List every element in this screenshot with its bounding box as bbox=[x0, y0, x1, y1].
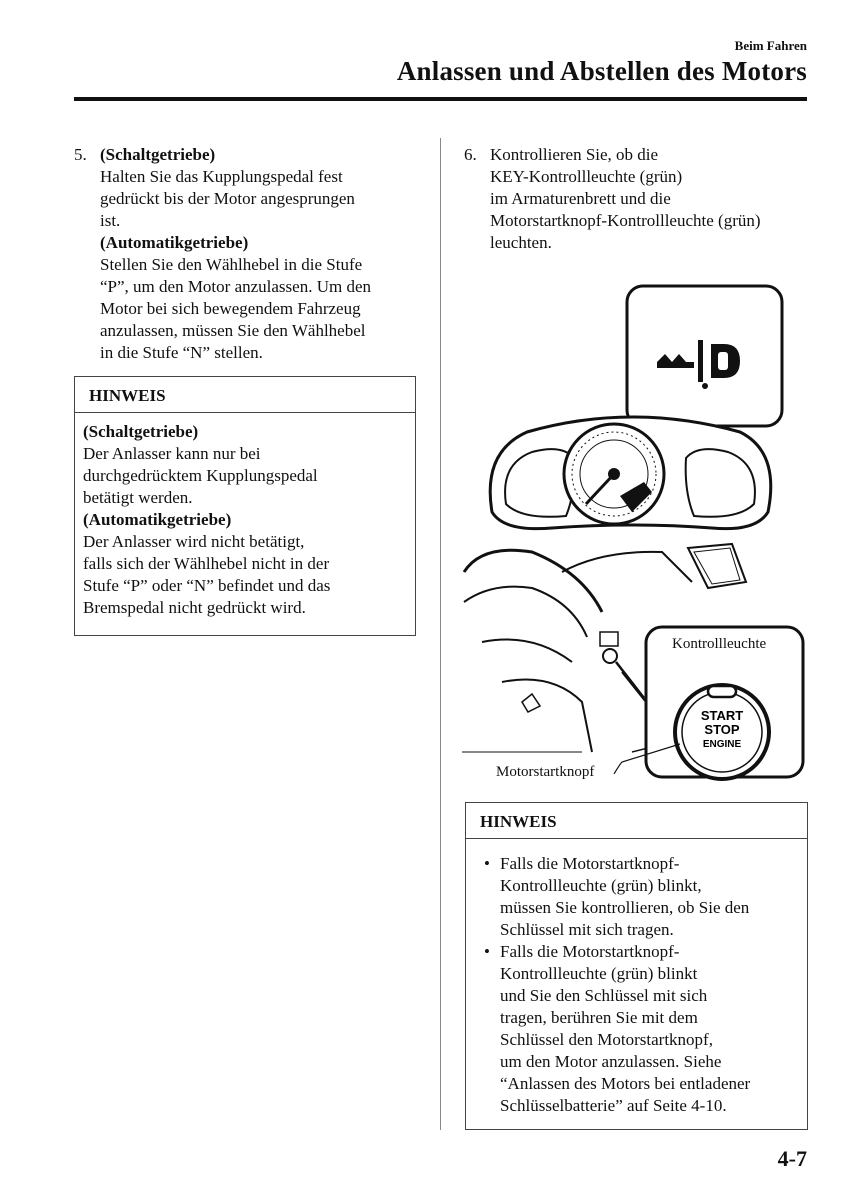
indicator-label: Kontrollleuchte bbox=[672, 636, 767, 652]
text-line: im Armaturenbrett und die bbox=[490, 189, 671, 208]
text-line: betätigt werden. bbox=[83, 488, 193, 507]
text-line: Schlüsselbatterie” auf Seite 4-10. bbox=[500, 1096, 727, 1115]
bullet-dot: • bbox=[484, 854, 490, 873]
bullet-item: • Falls die Motorstartknopf- Kontrollleuch… bbox=[466, 941, 807, 1117]
text-line: (Schaltgetriebe) bbox=[83, 422, 199, 441]
button-text-line-1: START bbox=[701, 708, 743, 723]
text-line: tragen, berühren Sie mit dem bbox=[500, 1008, 698, 1027]
text-line: Stellen Sie den Wählhebel in die Stufe bbox=[100, 255, 363, 274]
text-line: um den Motor anzulassen. Siehe bbox=[500, 1052, 722, 1071]
text-line: Schlüssel mit sich tragen. bbox=[500, 920, 674, 939]
text-line: Kontrollieren Sie, ob die bbox=[490, 145, 659, 164]
note-bullets: • Falls die Motorstartknopf- Kontrollleuch… bbox=[466, 839, 807, 1117]
dashboard-drawing: START STOP ENGINE bbox=[462, 284, 805, 781]
step-number: 5. bbox=[74, 145, 87, 164]
text-line: Kontrollleuchte (grün) blinkt bbox=[500, 964, 698, 983]
text-line: leuchten. bbox=[490, 233, 552, 252]
text-line: Falls die Motorstartknopf- bbox=[500, 854, 680, 873]
note-text: (Schaltgetriebe) Der Anlasser kann nur be… bbox=[75, 413, 415, 619]
text-line: Motorstartknopf-Kontrollleuchte (grün) bbox=[490, 211, 761, 230]
text-line: KEY-Kontrollleuchte (grün) bbox=[490, 167, 683, 186]
text-line: müssen Sie kontrollieren, ob Sie den bbox=[500, 898, 750, 917]
button-text-line-2: STOP bbox=[704, 722, 739, 737]
text-line: Motor bei sich bewegendem Fahrzeug bbox=[100, 299, 361, 318]
text-line: Kontrollleuchte (grün) blinkt, bbox=[500, 876, 702, 895]
steering-wheel bbox=[462, 548, 604, 613]
text-line: Stufe “P” oder “N” befindet und das bbox=[83, 576, 331, 595]
text-line: “Anlassen des Motors bei entladener bbox=[500, 1074, 751, 1093]
indicator-lamp bbox=[706, 684, 738, 699]
column-divider bbox=[440, 138, 441, 1130]
text-line: Der Anlasser kann nur bei bbox=[83, 444, 261, 463]
text-line: und Sie den Schlüssel mit sich bbox=[500, 986, 708, 1005]
text-line: (Schaltgetriebe) bbox=[100, 145, 216, 164]
text-line: durchgedrücktem Kupplungspedal bbox=[83, 466, 318, 485]
key-icon bbox=[657, 354, 694, 368]
dashboard-illustration: START STOP ENGINE Kontrollleuchte Motors… bbox=[462, 282, 808, 792]
text-line: “P”, um den Motor anzulassen. Um den bbox=[100, 277, 371, 296]
text-line: ist. bbox=[100, 211, 121, 230]
bullet-item: • Falls die Motorstartknopf- Kontrollleuch… bbox=[466, 853, 807, 941]
text-line: (Automatikgetriebe) bbox=[100, 233, 249, 252]
text-line: (Automatikgetriebe) bbox=[83, 510, 232, 529]
start-button-label: Motorstartknopf bbox=[496, 764, 595, 780]
text-line: Der Anlasser wird nicht betätigt, bbox=[83, 532, 305, 551]
note-box-left: HINWEIS (Schaltgetriebe) Der Anlasser kan… bbox=[74, 376, 416, 636]
callout-frame bbox=[625, 284, 784, 428]
header-rule bbox=[74, 97, 807, 101]
button-text-line-3: ENGINE bbox=[703, 739, 742, 750]
text-line: falls sich der Wählhebel nicht in der bbox=[83, 554, 330, 573]
step-number: 6. bbox=[464, 145, 477, 164]
display-screen bbox=[686, 542, 748, 590]
step-5-text: (Schaltgetriebe) Halten Sie das Kupplungs… bbox=[100, 144, 371, 364]
bullet-dot: • bbox=[484, 942, 490, 961]
text-line: Halten Sie das Kupplungspedal fest bbox=[100, 167, 343, 186]
note-heading: HINWEIS bbox=[75, 377, 415, 413]
note-box-right: HINWEIS • Falls die Motorstartknopf- Kontr… bbox=[465, 802, 808, 1130]
note-heading: HINWEIS bbox=[466, 803, 807, 839]
text-line: Schlüssel den Motorstartknopf, bbox=[500, 1030, 713, 1049]
text-line: Falls die Motorstartknopf- bbox=[500, 942, 680, 961]
page-title: Anlassen und Abstellen des Motors bbox=[396, 56, 807, 86]
page-number: 4-7 bbox=[777, 1146, 807, 1171]
text-line: gedrückt bis der Motor angesprungen bbox=[100, 189, 355, 208]
text-line: anzulassen, müssen Sie den Wählhebel bbox=[100, 321, 366, 340]
text-line: Bremspedal nicht gedrückt wird. bbox=[83, 598, 306, 617]
text-line: in die Stufe “N” stellen. bbox=[100, 343, 263, 362]
section-label: Beim Fahren bbox=[734, 38, 807, 53]
